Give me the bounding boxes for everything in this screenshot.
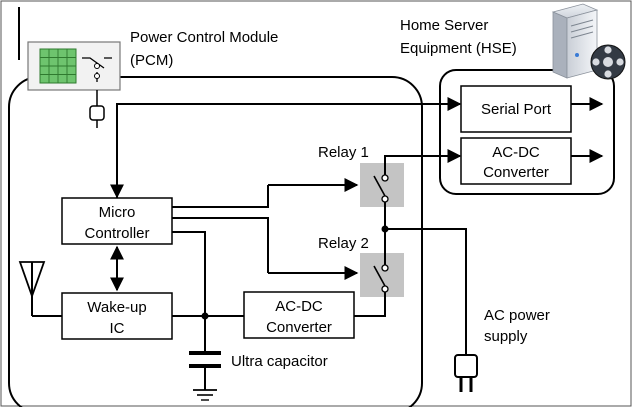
wakeup-ic-label-1: Wake-up — [87, 299, 146, 316]
pcm-acdc-label-1: AC-DC — [275, 298, 323, 315]
hse-boundary — [439, 69, 615, 195]
ultra-capacitor — [189, 316, 221, 390]
pcm-acdc-block — [243, 291, 355, 339]
relay-1-label: Relay 1 — [318, 144, 369, 161]
hse-acdc-block — [460, 137, 572, 185]
ac-supply-label-2: supply — [484, 328, 528, 345]
pcm-module-icon — [27, 41, 121, 128]
ac-supply-label-1: AC power — [484, 307, 550, 324]
hse-acdc-label-2: Converter — [483, 164, 549, 181]
power-plug-icon — [454, 354, 478, 392]
micro-power-wire — [172, 231, 206, 316]
ac-supply-wire — [385, 228, 467, 355]
wakeup-ic-label-2: IC — [110, 320, 125, 337]
serial-port-label: Serial Port — [481, 101, 552, 118]
relay-1-to-hse-wire — [384, 155, 451, 175]
ultra-capacitor-label: Ultra capacitor — [231, 353, 328, 370]
micro-to-relay-1-wire — [172, 185, 269, 208]
micro-to-relay-2-wire — [172, 217, 269, 273]
relay-1-switch — [373, 174, 389, 203]
relay-2-label: Relay 2 — [318, 235, 369, 252]
relay-2-to-acdc-wire — [354, 292, 386, 317]
pcm-title: Power Control Module — [130, 29, 278, 46]
pcm-boundary — [8, 76, 423, 407]
hse-acdc-label-1: AC-DC — [492, 144, 540, 161]
micro-controller-label-2: Controller — [84, 225, 149, 242]
hse-title: Home Server — [400, 17, 488, 34]
hse-title-abbrev: Equipment (HSE) — [400, 40, 517, 57]
pcm-title-abbrev: (PCM) — [130, 52, 173, 69]
pcm-acdc-label-2: Converter — [266, 319, 332, 336]
micro-controller-label-1: Micro — [99, 204, 136, 221]
micro-controller-block — [61, 197, 173, 245]
ground-icon — [193, 389, 217, 401]
server-film-icon — [551, 3, 626, 80]
antenna-icon — [18, 261, 46, 316]
